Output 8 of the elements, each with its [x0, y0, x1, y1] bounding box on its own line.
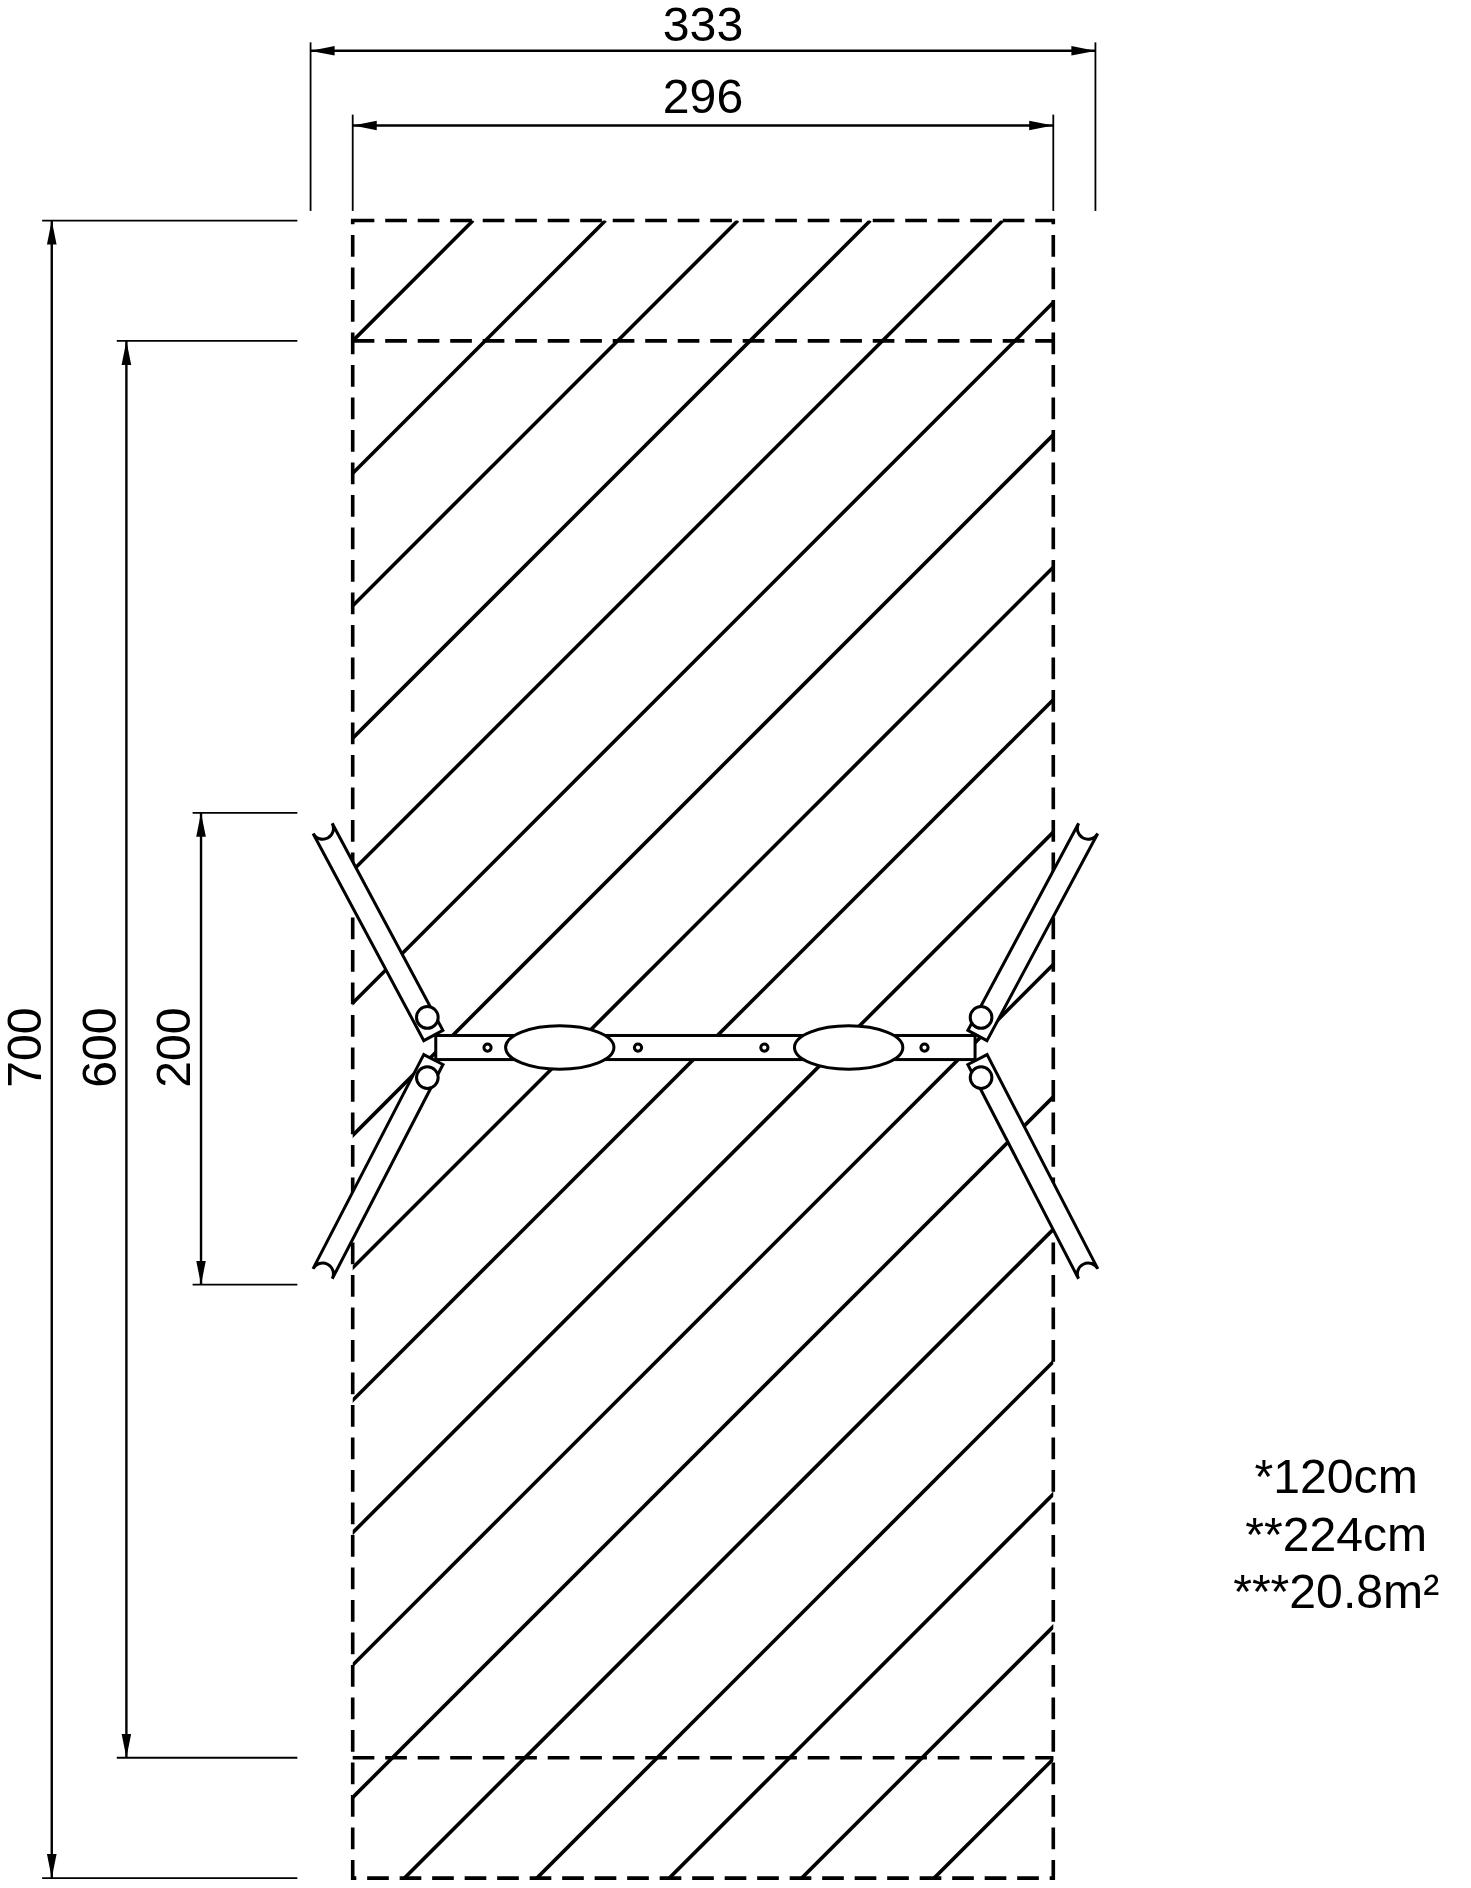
- dimension-label: 333: [662, 0, 744, 52]
- dimension-label: 200: [146, 1007, 201, 1088]
- dimension-label: 600: [71, 1007, 126, 1088]
- note-text: **224cm: [1245, 1506, 1428, 1561]
- note-text: ***20.8m²: [1233, 1564, 1440, 1619]
- dimension-label: 700: [0, 1007, 51, 1088]
- dimension-label: 296: [662, 69, 744, 124]
- note-text: *120cm: [1254, 1448, 1418, 1503]
